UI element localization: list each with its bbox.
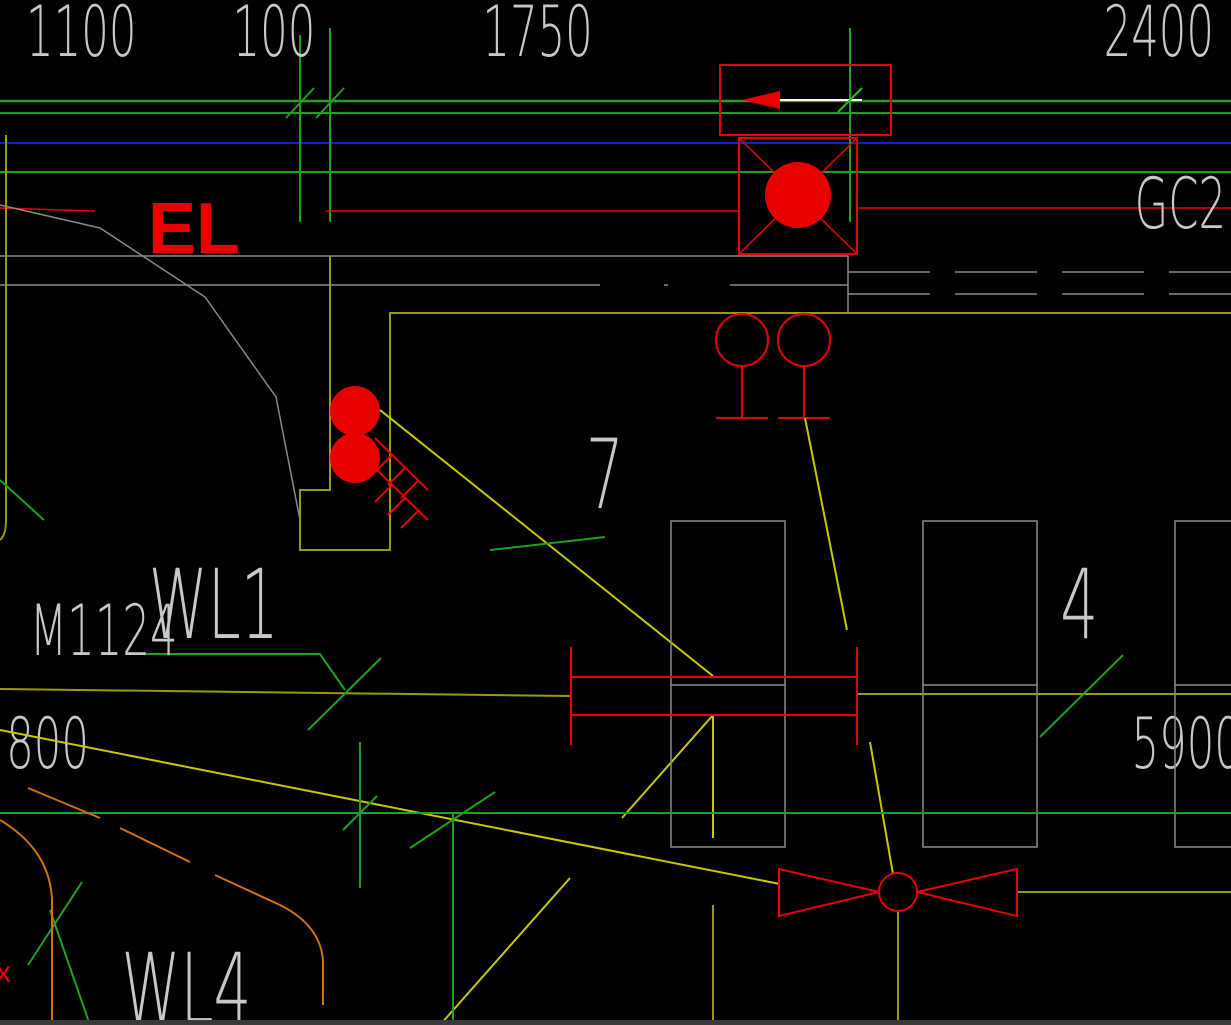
dimension-labels: 1100 100 1750 2400 800 5900: [6, 0, 1231, 785]
x-mark: x: [0, 956, 11, 989]
label-7: 7: [586, 419, 624, 531]
busbar-symbol[interactable]: [570, 647, 858, 745]
twin-outlet-symbol[interactable]: [330, 386, 429, 529]
dim-1100: 1100: [26, 0, 136, 73]
label-wl1: WL1: [149, 549, 279, 661]
room-labels: 7 4 WL1 M1124 WL4: [30, 419, 1098, 1025]
label-m1124: M1124: [30, 590, 178, 672]
green-lines-lower: [0, 479, 1231, 1025]
wall-outlines: [0, 135, 1231, 1025]
flow-arrow-icon: [742, 91, 780, 109]
furniture-blocks: [670, 520, 1231, 848]
el-label: EL: [148, 189, 240, 269]
fan-unit[interactable]: [719, 64, 892, 255]
label-wl4: WL4: [122, 933, 252, 1025]
pendant-lights[interactable]: [715, 313, 831, 419]
label-4: 4: [1060, 549, 1098, 661]
fan-icon: [765, 162, 831, 228]
dim-1750: 1750: [482, 0, 592, 73]
gc2-label: GC2: [1135, 163, 1227, 245]
orange-pipes: [0, 787, 324, 1025]
valve-symbol[interactable]: [778, 867, 1018, 918]
dim-100: 100: [233, 0, 316, 73]
gray-contour: [0, 204, 301, 521]
yellow-wires: [0, 409, 894, 1025]
dim-5900: 5900: [1131, 703, 1231, 785]
status-bar: [0, 1020, 1231, 1025]
dim-2400: 2400: [1104, 0, 1214, 73]
dimension-ticks: [285, 28, 851, 222]
dim-800: 800: [6, 703, 89, 785]
top-trunk-lines: [0, 99, 1231, 312]
